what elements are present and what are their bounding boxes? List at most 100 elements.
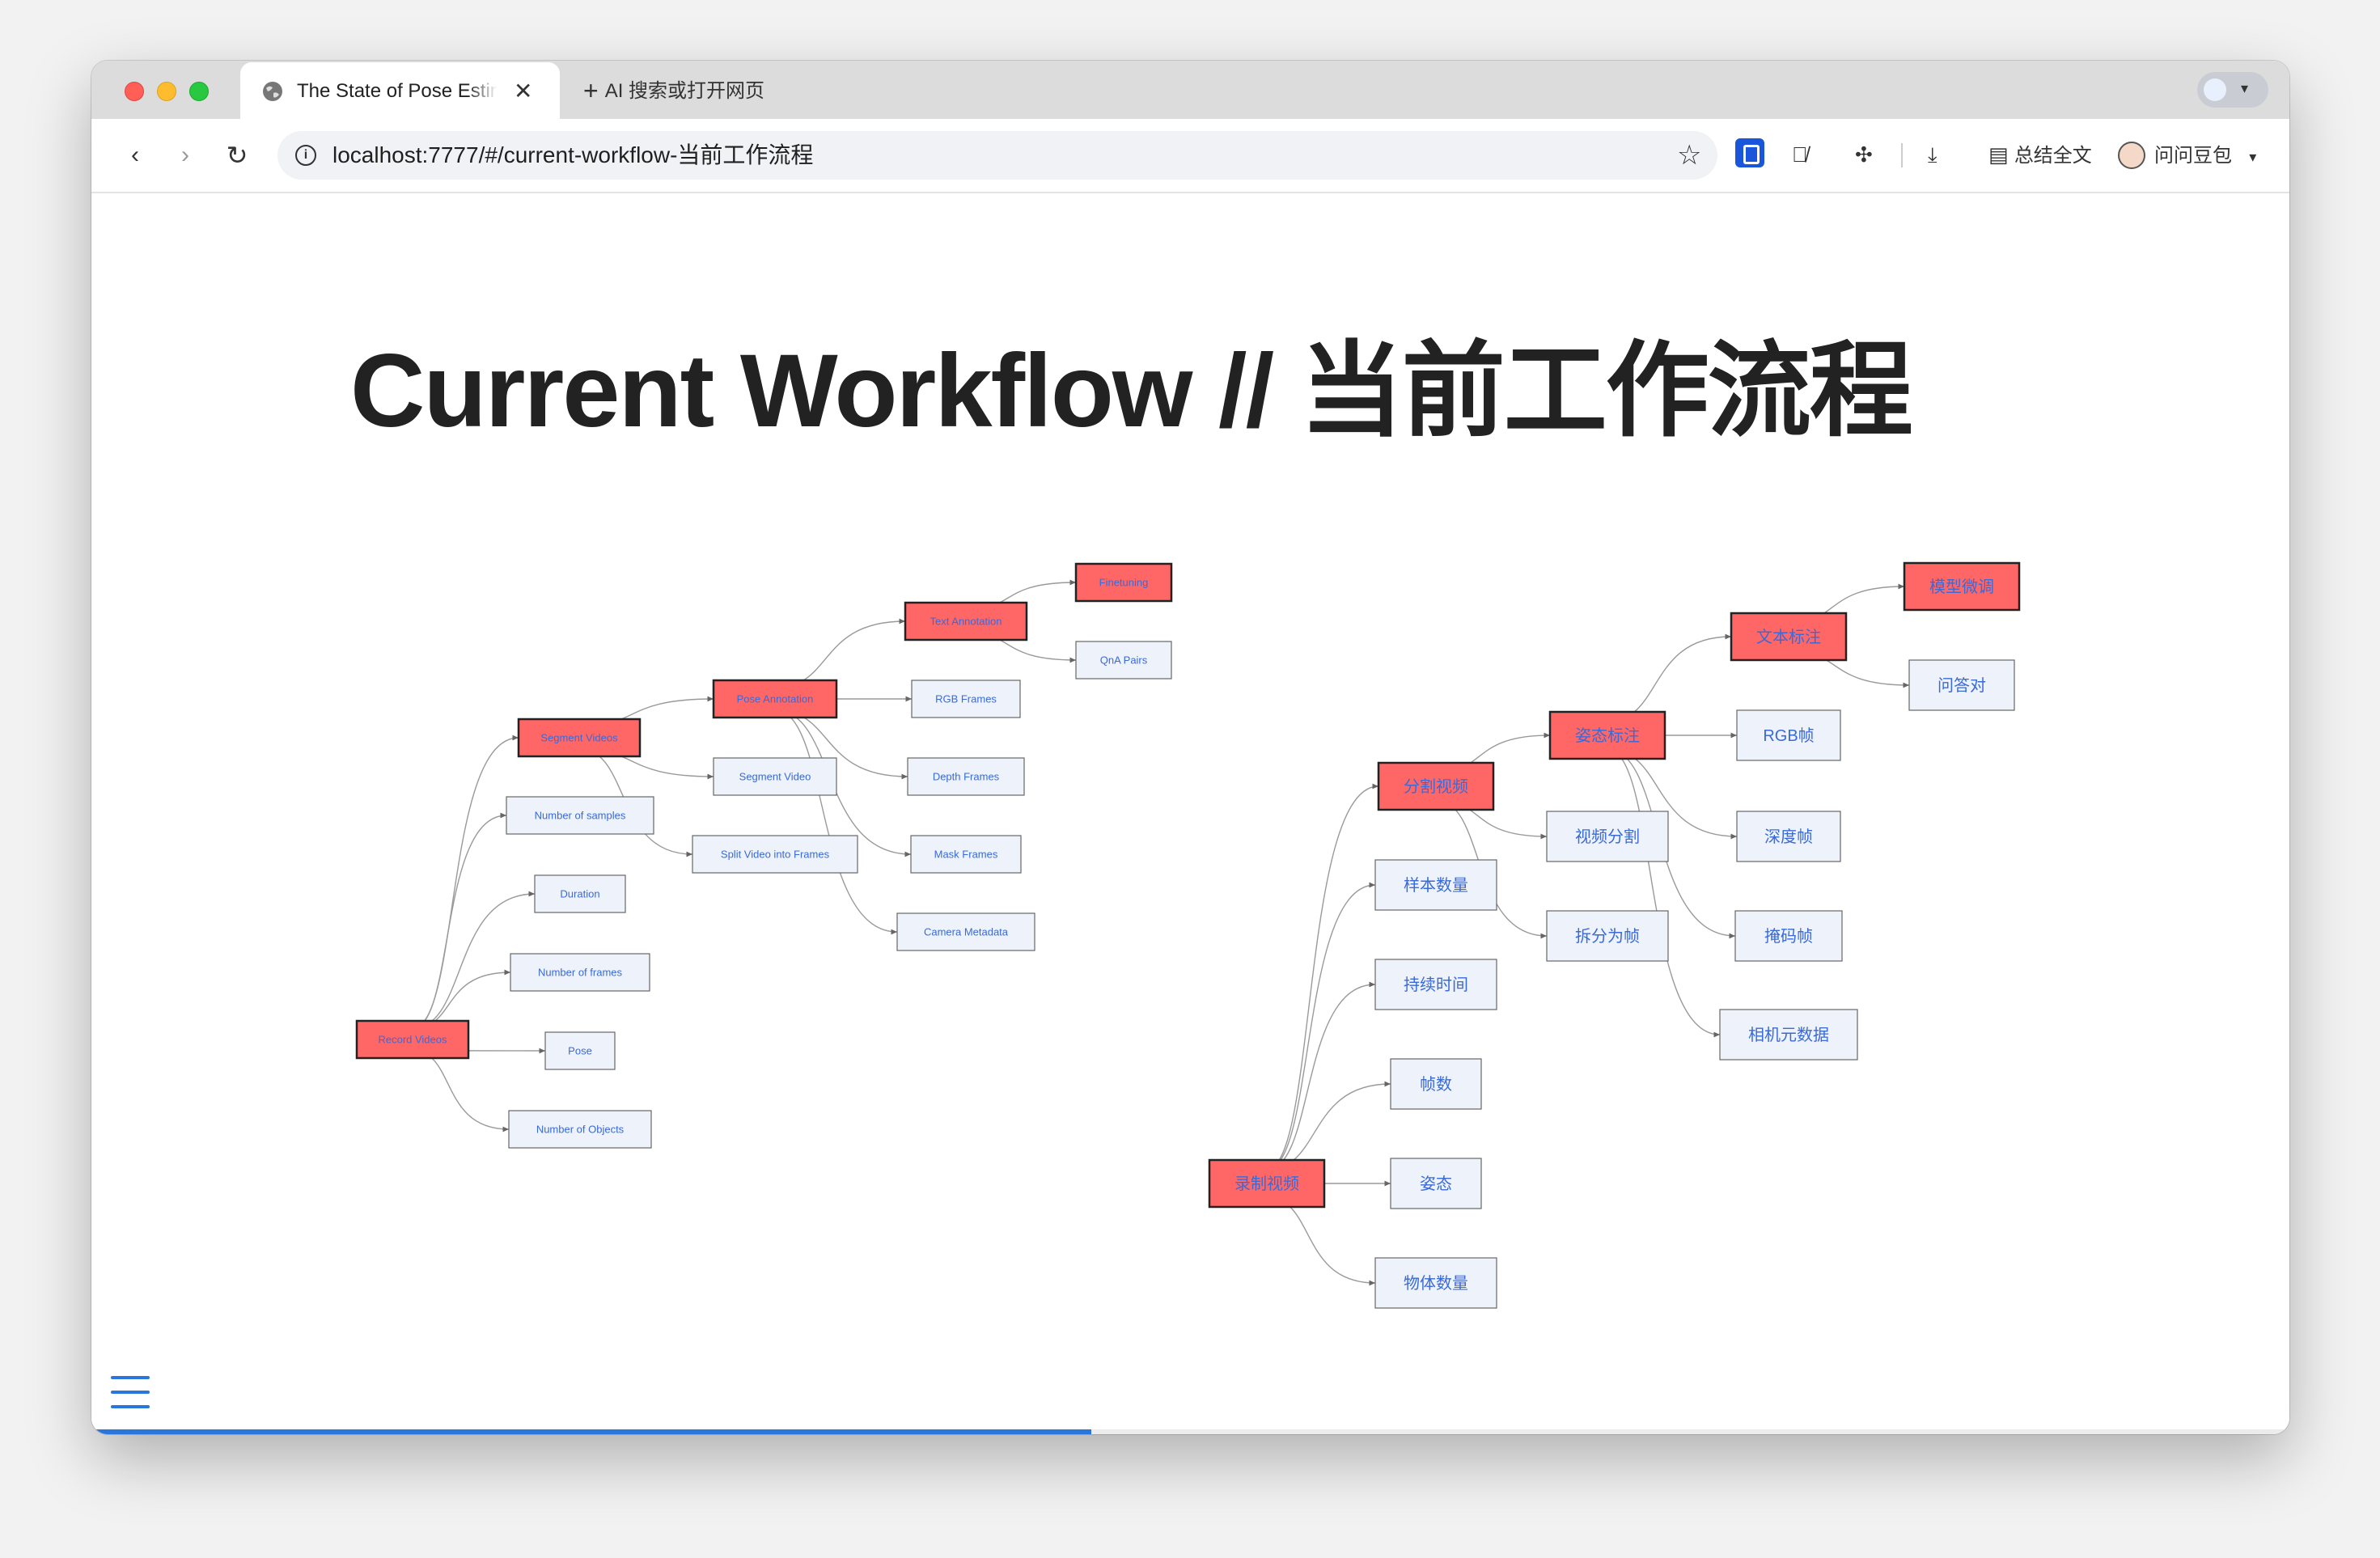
node-zh-ft: 模型微调 — [1903, 561, 2021, 612]
node-en-no: Number of Objects — [508, 1110, 652, 1149]
node-zh-ns: 样本数量 — [1374, 859, 1497, 911]
translate-icon[interactable]: 文̸ — [1792, 142, 1808, 167]
node-label: 持续时间 — [1404, 976, 1468, 994]
node-box — [517, 718, 642, 758]
forward-arrow-icon[interactable]: › — [181, 142, 189, 168]
node-label: 模型微调 — [1929, 578, 1994, 596]
edge-zh-pa-ta — [1607, 633, 1732, 722]
node-zh-qa: 问答对 — [1908, 659, 2015, 711]
node-label: 物体数量 — [1404, 1274, 1468, 1293]
new-tab-button[interactable]: +AI 搜索或打开网页 — [583, 78, 764, 104]
chevron-down-icon: ▾ — [2241, 80, 2249, 96]
node-label: 录制视频 — [1234, 1175, 1299, 1193]
tab-strip: The State of Pose Estimation ✕ +AI 搜索或打开… — [91, 61, 2289, 119]
node-label: Number of frames — [538, 967, 623, 979]
edge-zh-rv-du — [1266, 981, 1376, 1171]
node-box — [713, 757, 837, 796]
document-icon: ▤ — [1988, 142, 2009, 167]
download-icon[interactable]: ⤓ — [1928, 142, 1937, 167]
node-en-mf: Mask Frames — [910, 835, 1022, 874]
back-arrow-icon[interactable]: ‹ — [131, 142, 139, 168]
node-box — [1546, 811, 1669, 862]
url-text[interactable]: localhost:7777/#/current-workflow-当前工作流程 — [332, 142, 814, 167]
summarize-label: 总结全文 — [2014, 145, 2092, 167]
plus-icon: + — [583, 76, 599, 105]
node-zh-pa: 姿态标注 — [1548, 710, 1666, 760]
node-box — [544, 1031, 616, 1070]
node-label: Segment Videos — [540, 732, 618, 744]
close-window-button[interactable] — [125, 82, 144, 101]
puzzle-icon[interactable]: ✣ — [1855, 142, 1873, 167]
node-box — [1377, 761, 1495, 811]
edge-zh-rv-no — [1266, 1196, 1376, 1286]
node-label: 帧数 — [1420, 1075, 1452, 1094]
address-bar[interactable]: i localhost:7777/#/current-workflow-当前工作… — [277, 131, 1717, 180]
tab-active[interactable]: The State of Pose Estimation ✕ — [240, 62, 560, 119]
node-box — [355, 1019, 470, 1060]
node-box — [1074, 562, 1173, 603]
reload-icon[interactable]: ↻ — [226, 141, 248, 170]
tab-title: The State of Pose Estimation — [297, 80, 498, 102]
edge-zh-pa-cm — [1607, 748, 1721, 1038]
bookmark-star-icon[interactable]: ☆ — [1677, 140, 1702, 171]
node-label: Number of Objects — [536, 1124, 625, 1136]
node-label: 掩码帧 — [1764, 927, 1813, 946]
node-label: 文本标注 — [1756, 628, 1821, 646]
node-box — [907, 757, 1025, 796]
node-zh-df: 深度帧 — [1736, 811, 1841, 862]
person-icon — [2204, 78, 2226, 101]
node-zh-po: 姿态 — [1390, 1158, 1482, 1209]
slide-progress-bar — [91, 1429, 2289, 1434]
node-label: 视频分割 — [1575, 828, 1640, 846]
zoom-window-button[interactable] — [189, 82, 209, 101]
node-box — [1908, 659, 2015, 711]
edge-en-pa-ta — [774, 618, 906, 688]
node-box — [1390, 1158, 1482, 1209]
node-label: 姿态 — [1420, 1175, 1452, 1193]
node-en-sv2: Segment Video — [713, 757, 837, 796]
hamburger-menu-icon[interactable] — [111, 1374, 150, 1410]
minimize-window-button[interactable] — [157, 82, 176, 101]
edge-en-rv-no — [412, 1050, 510, 1133]
node-zh-mf: 掩码帧 — [1734, 910, 1843, 962]
avatar[interactable] — [2118, 142, 2145, 169]
node-label: RGB Frames — [935, 693, 997, 705]
extension-icon[interactable] — [1735, 138, 1764, 167]
node-label: Segment Video — [739, 771, 811, 783]
node-label: Camera Metadata — [924, 926, 1009, 938]
assistant-button[interactable]: 问问豆包 ▾ — [2154, 137, 2256, 172]
node-label: Record Videos — [378, 1034, 447, 1046]
node-zh-rgb: RGB帧 — [1736, 709, 1841, 761]
new-tab-label: AI 搜索或打开网页 — [604, 80, 765, 102]
node-label: Duration — [560, 888, 599, 900]
workflow-diagram-zh: 录制视频分割视频样本数量持续时间帧数姿态物体数量姿态标注视频分割拆分为帧文本标注… — [1208, 561, 2021, 1309]
node-en-df: Depth Frames — [907, 757, 1025, 796]
browser-window: The State of Pose Estimation ✕ +AI 搜索或打开… — [91, 61, 2289, 1434]
node-box — [1374, 959, 1497, 1010]
node-box — [1390, 1058, 1482, 1110]
node-box — [1208, 1158, 1326, 1209]
node-zh-rv: 录制视频 — [1208, 1158, 1326, 1209]
node-box — [904, 601, 1028, 641]
node-box — [506, 796, 654, 835]
node-box — [1719, 1009, 1858, 1061]
close-tab-icon[interactable]: ✕ — [514, 78, 533, 104]
node-zh-cm: 相机元数据 — [1719, 1009, 1858, 1061]
node-en-du: Duration — [534, 874, 626, 913]
node-en-pa: Pose Annotation — [712, 679, 838, 719]
browser-toolbar: ‹ › ↻ i localhost:7777/#/current-workflo… — [91, 119, 2289, 193]
node-label: Pose Annotation — [737, 693, 814, 705]
site-info-icon[interactable]: i — [295, 145, 316, 166]
node-label: 相机元数据 — [1748, 1026, 1829, 1044]
node-en-po: Pose — [544, 1031, 616, 1070]
node-en-sv: Segment Videos — [517, 718, 642, 758]
node-label: Mask Frames — [934, 849, 998, 861]
node-label: 姿态标注 — [1575, 726, 1640, 745]
node-label: 问答对 — [1937, 676, 1986, 695]
edge-en-pa-cm — [774, 709, 898, 935]
node-label: RGB帧 — [1763, 726, 1814, 745]
profile-menu-button[interactable]: ▾ — [2197, 72, 2268, 108]
summarize-button[interactable]: ▤ 总结全文 — [1988, 137, 2092, 172]
node-zh-no: 物体数量 — [1374, 1257, 1497, 1309]
